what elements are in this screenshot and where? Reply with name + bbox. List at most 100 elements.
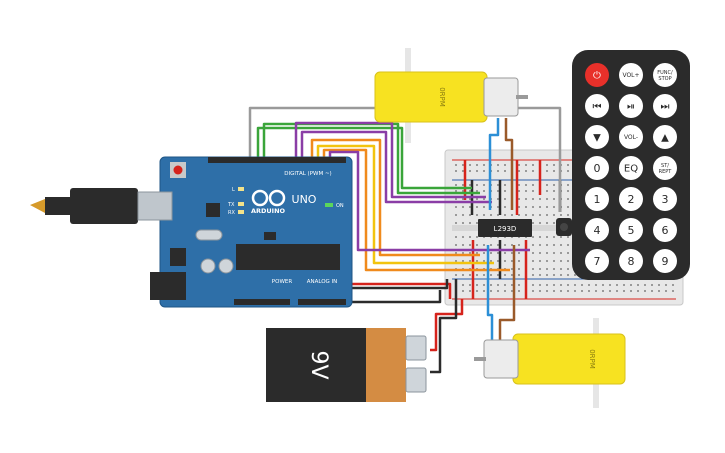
breadboard-hole [546, 268, 548, 270]
l293d-chip[interactable] [478, 219, 532, 237]
ir-receiver-lens [560, 223, 568, 231]
remote-button-one[interactable]: 1 [585, 187, 609, 211]
remote-button-seven[interactable]: 7 [585, 249, 609, 273]
wire-motor-bottom-blue[interactable] [486, 245, 494, 340]
remote-button-eight[interactable]: 8 [619, 249, 643, 273]
breadboard-hole [511, 284, 513, 286]
breadboard-hole [539, 284, 541, 286]
wire-motor-top-blue[interactable] [488, 118, 500, 210]
motor-top[interactable]: 0RPM [374, 48, 528, 143]
breadboard-hole [560, 290, 562, 292]
breadboard-hole [602, 290, 604, 292]
wire-purple-2[interactable] [300, 130, 492, 204]
remote-button-nine[interactable]: 9 [653, 249, 677, 273]
remote-button-two[interactable]: 2 [619, 187, 643, 211]
breadboard-hole [609, 284, 611, 286]
led-on-label: ON [336, 203, 344, 209]
breadboard-hole [567, 274, 569, 276]
analog-header [298, 299, 346, 305]
breadboard-hole [532, 244, 534, 246]
battery-9v[interactable]: 9V [266, 328, 427, 402]
remote-button-six-label: 6 [662, 224, 669, 237]
breadboard-hole [469, 190, 471, 192]
dc-power-jack[interactable] [150, 272, 186, 300]
breadboard-hole [476, 164, 478, 166]
breadboard-hole [532, 236, 534, 238]
breadboard-hole [462, 184, 464, 186]
wire-battery-black[interactable] [430, 279, 458, 374]
remote-button-st-rept-label: ST/REPT [659, 163, 673, 175]
breadboard-hole [497, 290, 499, 292]
arduino-uno[interactable]: DIGITAL (PWM ~) L TX RX ARDUINO UNO ON [30, 156, 353, 308]
breadboard-hole [609, 290, 611, 292]
wire-green[interactable] [256, 126, 472, 190]
breadboard-hole [560, 236, 562, 238]
breadboard-hole [532, 206, 534, 208]
wire-purple-3[interactable] [328, 150, 530, 252]
wire-motor-bottom-brown[interactable] [498, 245, 516, 340]
remote-button-five[interactable]: 5 [619, 218, 643, 242]
remote-button-four[interactable]: 4 [585, 218, 609, 242]
breadboard-hole [539, 274, 541, 276]
remote-button-func-stop-label: FUNC/STOP [657, 70, 673, 82]
breadboard-hole [455, 164, 457, 166]
breadboard-hole [546, 164, 548, 166]
remote-button-st-rept-cap [653, 156, 677, 180]
led-tx [238, 202, 244, 206]
remote-button-st-rept[interactable]: ST/REPT [653, 156, 677, 180]
wire-orange[interactable] [310, 138, 480, 257]
wire-purple-1[interactable] [294, 121, 486, 199]
wire-green-2[interactable] [262, 122, 480, 195]
wire-yellow[interactable] [316, 144, 494, 265]
breadboard-hole [553, 164, 555, 166]
remote-button-five-label: 5 [628, 224, 635, 237]
wire-gnd-black-2[interactable] [343, 290, 442, 304]
remote-button-power[interactable]: ⏻ [585, 63, 609, 87]
breadboard-hole [539, 244, 541, 246]
arduino-logo-text: ARDUINO [251, 207, 286, 215]
remote-button-prev[interactable]: ⏮ [585, 94, 609, 118]
breadboard-hole [553, 206, 555, 208]
breadboard-hole [581, 284, 583, 286]
remote-button-up[interactable]: ▲ [653, 125, 677, 149]
remote-button-up-label: ▲ [661, 133, 669, 144]
remote-button-vol-down[interactable]: VOL- [619, 125, 643, 149]
remote-button-next-cap [653, 94, 677, 118]
remote-button-func-stop[interactable]: FUNC/STOP [653, 63, 677, 87]
remote-button-vol-up[interactable]: VOL+ [619, 63, 643, 87]
breadboard-hole [483, 284, 485, 286]
breadboard-hole [518, 274, 520, 276]
remote-button-eq-label: EQ [624, 164, 638, 175]
remote-button-eq-cap [619, 156, 643, 180]
remote-button-three[interactable]: 3 [653, 187, 677, 211]
motor-bottom-body [483, 339, 519, 379]
breadboard-hole [504, 164, 506, 166]
breadboard-hole [532, 252, 534, 254]
remote-button-next[interactable]: ⏭ [653, 94, 677, 118]
remote-button-down-label: ▼ [593, 133, 601, 144]
breadboard-hole [504, 284, 506, 286]
wire-motor-top-brown[interactable] [504, 118, 514, 210]
breadboard-hole [553, 274, 555, 276]
wire-battery-red[interactable] [430, 299, 464, 352]
breadboard-hole [546, 214, 548, 216]
wire-orange-2[interactable] [322, 148, 510, 272]
battery-terminal-positive [405, 335, 427, 361]
motor-bottom[interactable]: 0RPM [474, 318, 626, 408]
remote-button-down[interactable]: ▼ [585, 125, 609, 149]
breadboard-hole [469, 260, 471, 262]
breadboard-hole [469, 244, 471, 246]
breadboard-hole [483, 252, 485, 254]
remote-button-zero[interactable]: 0 [585, 156, 609, 180]
breadboard-hole [476, 290, 478, 292]
remote-button-eq[interactable]: EQ [619, 156, 643, 180]
remote-button-six[interactable]: 6 [653, 218, 677, 242]
remote-button-play-pause[interactable]: ⏯ [619, 94, 643, 118]
breadboard-hole [504, 198, 506, 200]
breadboard-hole [455, 206, 457, 208]
breadboard-hole [567, 284, 569, 286]
power-header [234, 299, 290, 305]
remote-button-eight-cap [619, 249, 643, 273]
breadboard-hole [567, 236, 569, 238]
